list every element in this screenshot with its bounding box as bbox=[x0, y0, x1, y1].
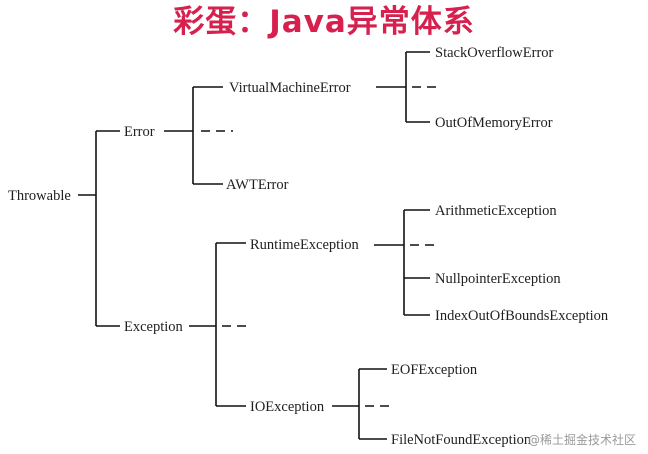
node-arithmetic-exception: ArithmeticException bbox=[435, 203, 557, 219]
node-nullpointer-exception: NullpointerException bbox=[435, 271, 561, 287]
node-out-of-memory-error: OutOfMemoryError bbox=[435, 115, 553, 131]
node-index-out-of-bounds-exception: IndexOutOfBoundsException bbox=[435, 308, 609, 324]
node-virtual-machine-error: VirtualMachineError bbox=[229, 80, 351, 96]
node-throwable: Throwable bbox=[8, 188, 71, 204]
node-file-not-found-exception: FileNotFoundException bbox=[391, 432, 532, 448]
node-eof-exception: EOFException bbox=[391, 362, 478, 378]
node-exception: Exception bbox=[124, 319, 184, 335]
node-awt-error: AWTError bbox=[226, 177, 289, 193]
page-title: 彩蛋：Java异常体系 bbox=[173, 4, 475, 40]
node-stack-overflow-error: StackOverflowError bbox=[435, 45, 554, 61]
watermark: @稀土掘金技术社区 bbox=[528, 432, 636, 447]
node-error: Error bbox=[124, 124, 155, 140]
node-io-exception: IOException bbox=[250, 399, 325, 415]
node-runtime-exception: RuntimeException bbox=[250, 237, 359, 253]
